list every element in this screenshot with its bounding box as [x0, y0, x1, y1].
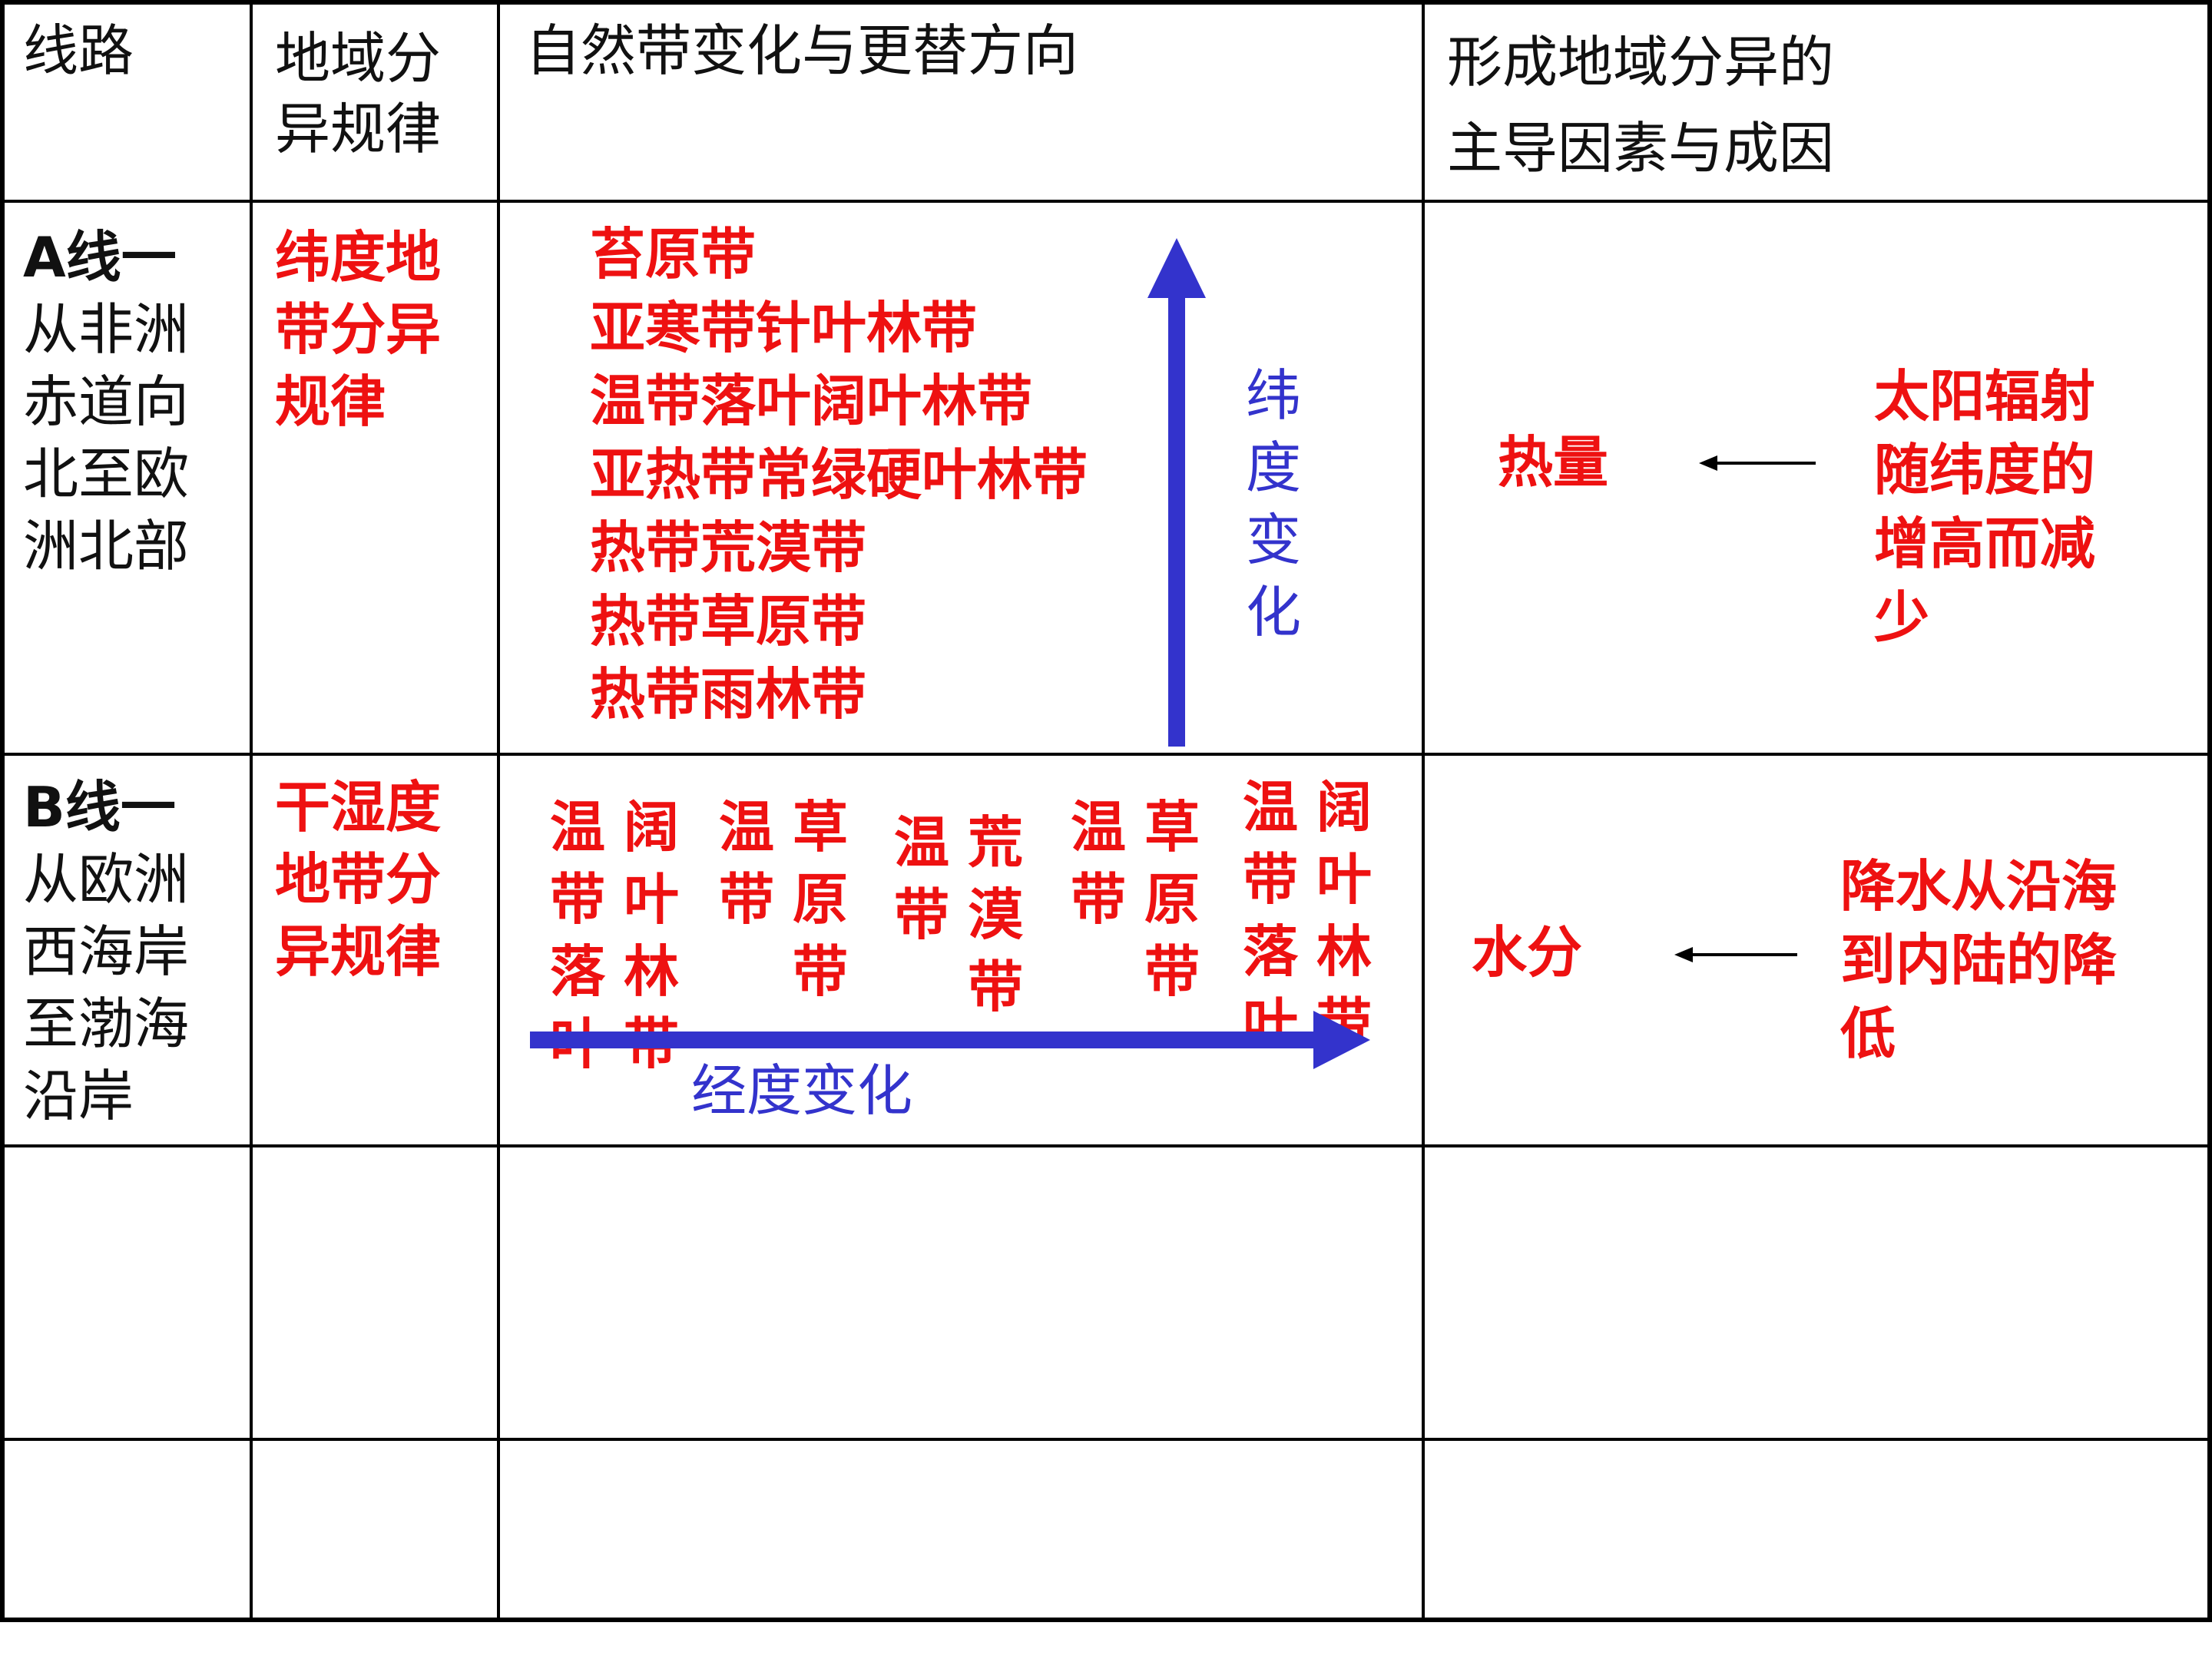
row-b-route-line-2: 从欧洲 [23, 847, 190, 912]
row-a-route-line-2: 从非洲 [23, 297, 190, 362]
zone-item: 亚寒带针叶林带 [590, 295, 978, 360]
row-b-law: 干湿度 地带分 异规律 [275, 771, 441, 988]
row-b-factor: 水分 [1472, 920, 1583, 985]
row-b-cause-line-3: 低 [1840, 1002, 1896, 1066]
longitude-arrow [530, 1011, 1370, 1069]
row-b-cause-line-2: 到内陆的降 [1840, 928, 2118, 992]
zone-column: 草原带 [792, 795, 848, 1004]
header-factor: 形成地域分异的 主导因素与成因 [1447, 19, 1834, 191]
grid-row-1 [0, 200, 2212, 203]
row-a-cause-line-4: 少 [1874, 585, 1930, 650]
zone-item: 热带荒漠带 [590, 515, 867, 580]
header-law: 地域分 异规律 [275, 23, 441, 164]
row-a-cause-line-1: 太阳辐射 [1874, 364, 2096, 429]
row-a-route-line-4: 北至欧 [23, 442, 190, 506]
grid-bottom [0, 1618, 2212, 1622]
header-law-line-2: 异规律 [275, 97, 442, 161]
row-a-factor: 热量 [1498, 430, 1609, 495]
header-law-line-1: 地域分 [275, 26, 442, 91]
row-b-law-line-1: 干湿度 [275, 775, 442, 839]
zone-column: 温带 [718, 795, 774, 932]
grid-col-0 [0, 0, 5, 1622]
latitude-arrow [1147, 238, 1206, 747]
row-a-law-line-1: 纬度地 [275, 225, 442, 290]
header-factor-line-1: 形成地域分异的 [1447, 30, 1835, 94]
row-a-cause: 太阳辐射 随纬度的 增高而减 少 [1874, 359, 2095, 654]
row-a-factor-arrow [1699, 455, 1816, 471]
row-b-law-line-2: 地带分 [275, 847, 442, 912]
row-b-route-line-3: 西海岸 [23, 919, 190, 984]
grid-col-1 [250, 0, 253, 1622]
row-a-route: A线一 从非洲 赤道向 北至欧 洲北部 [23, 221, 189, 582]
header-factor-line-2: 主导因素与成因 [1447, 116, 1835, 180]
zone-column: 荒漠带 [967, 810, 1023, 1019]
row-b-route-line-5: 沿岸 [23, 1064, 134, 1128]
grid-row-2 [0, 753, 2212, 756]
zone-column: 温带 [1070, 795, 1126, 932]
row-a-route-line-1: A线一 [23, 225, 177, 290]
row-a-law-line-2: 带分异 [275, 297, 442, 362]
row-b-factor-arrow [1674, 947, 1797, 962]
grid-row-4 [0, 1438, 2212, 1441]
latitude-change-label: 纬度变化 [1245, 363, 1301, 644]
grid-col-3 [1422, 0, 1425, 1622]
row-a-zone-list: 苔原带 亚寒带针叶林带 温带落叶阔叶林带 亚热带常绿硬叶林带 热带荒漠带 热带草… [590, 218, 1088, 732]
zone-item: 热带雨林带 [590, 662, 867, 727]
zone-column: 温带落叶 [1242, 775, 1298, 1056]
header-route: 线路 [23, 18, 134, 83]
row-b-law-line-3: 异规律 [275, 919, 442, 984]
grid-col-4 [2207, 0, 2212, 1622]
zone-column: 温带 [893, 810, 949, 947]
header-zone-change: 自然带变化与更替方向 [525, 18, 1079, 83]
grid-row-3 [0, 1144, 2212, 1147]
zone-item: 温带落叶阔叶林带 [590, 369, 1033, 433]
grid-top [0, 0, 2212, 5]
row-b-route-line-1: B线一 [23, 775, 176, 839]
grid-col-2 [497, 0, 500, 1622]
row-b-route: B线一 从欧洲 西海岸 至渤海 沿岸 [23, 771, 189, 1132]
row-b-cause-line-1: 降水从沿海 [1840, 854, 2118, 919]
zone-item: 亚热带常绿硬叶林带 [590, 442, 1088, 507]
row-a-cause-line-3: 增高而减 [1874, 512, 2096, 576]
row-a-route-line-3: 赤道向 [23, 369, 190, 434]
longitude-change-label: 经度变化 [691, 1058, 913, 1123]
row-a-route-line-5: 洲北部 [23, 514, 190, 578]
zone-column: 草原带 [1144, 795, 1200, 1004]
zone-item: 苔原带 [590, 222, 757, 286]
row-a-law-line-3: 规律 [275, 369, 386, 434]
row-b-route-line-4: 至渤海 [23, 992, 190, 1056]
row-a-law: 纬度地 带分异 规律 [275, 221, 441, 438]
row-a-cause-line-2: 随纬度的 [1874, 438, 2096, 502]
row-b-cause: 降水从沿海 到内陆的降 低 [1840, 849, 2117, 1071]
zone-item: 热带草原带 [590, 588, 867, 654]
